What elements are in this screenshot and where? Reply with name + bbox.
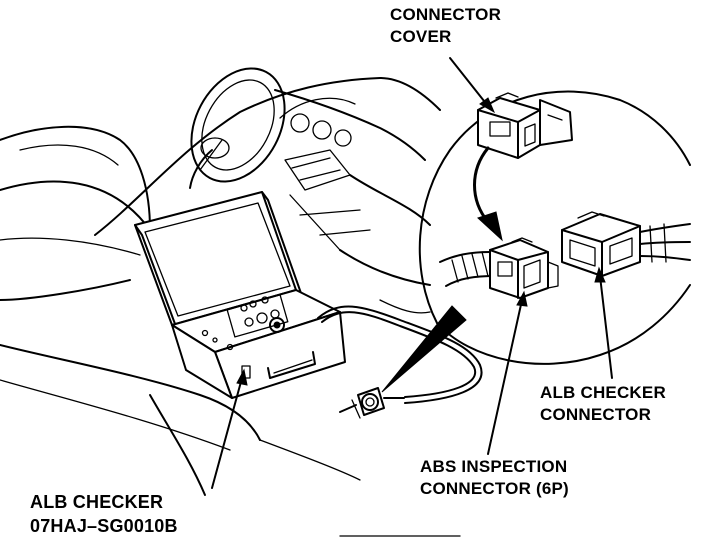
seat-cushion: [0, 344, 361, 496]
leader-lines: [211, 57, 613, 489]
label-line: COVER: [390, 27, 452, 46]
label-alb-checker: ALB CHECKER 07HAJ–SG0010B: [30, 490, 178, 538]
label-line: ALB CHECKER: [540, 383, 666, 402]
abs-inspection-connector-part: [489, 237, 559, 299]
curved-arrow: [473, 146, 503, 242]
dashboard: [94, 77, 441, 314]
alb-checker-case: [134, 191, 346, 399]
label-connector-cover: CONNECTOR COVER: [390, 4, 501, 48]
steering-wheel: [189, 67, 286, 189]
connector-cover-part: [477, 92, 573, 159]
checker-cable: [317, 305, 483, 419]
alb-checker-connector-part: [561, 211, 691, 277]
label-abs-inspection-connector: ABS INSPECTION CONNECTOR (6P): [420, 456, 569, 500]
label-line: ABS INSPECTION: [420, 457, 568, 476]
detail-circle: [418, 90, 691, 365]
label-line: 07HAJ–SG0010B: [30, 516, 178, 536]
label-line: ALB CHECKER: [30, 492, 164, 512]
magnifier-pointer: [381, 305, 467, 393]
seat-back: [0, 125, 151, 301]
label-line: CONNECTOR (6P): [420, 479, 569, 498]
label-alb-checker-connector: ALB CHECKER CONNECTOR: [540, 382, 666, 426]
label-line: CONNECTOR: [390, 5, 502, 24]
abs-harness: [439, 251, 496, 287]
label-line: CONNECTOR: [540, 405, 652, 424]
